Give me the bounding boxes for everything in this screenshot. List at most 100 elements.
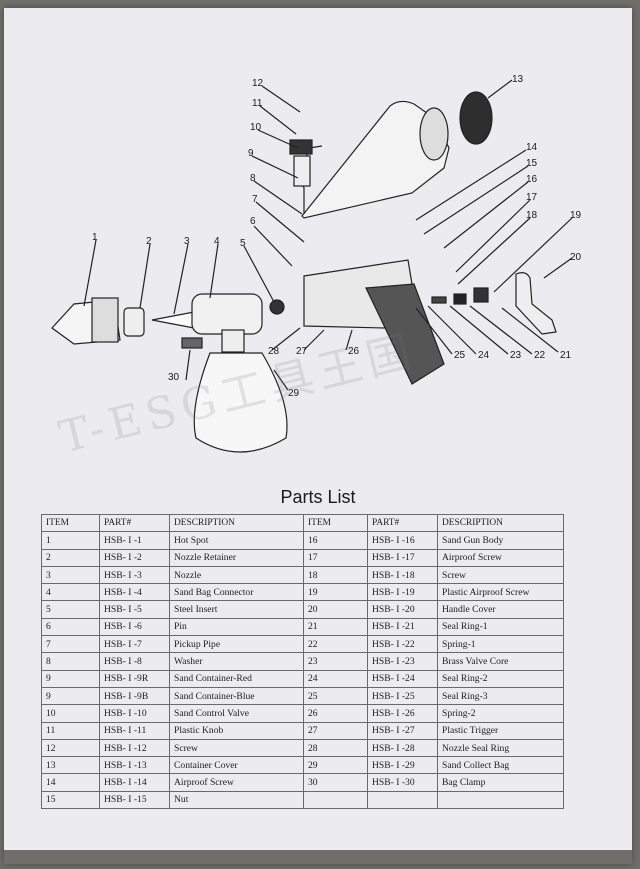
cell-part: HSB- I -13 xyxy=(99,756,170,775)
cell-item: 22 xyxy=(303,635,368,654)
svg-text:4: 4 xyxy=(214,236,220,247)
cell-part: HSB- I -26 xyxy=(367,704,438,723)
cell-description: Brass Valve Core xyxy=(437,652,564,671)
cell-description: Spring-2 xyxy=(437,704,564,723)
cell-part: HSB- I -29 xyxy=(367,756,438,775)
cell-item: 5 xyxy=(41,600,100,619)
svg-text:2: 2 xyxy=(146,236,152,247)
cell-item: 14 xyxy=(41,773,100,792)
cell-item: 19 xyxy=(303,583,368,602)
svg-text:26: 26 xyxy=(348,346,360,357)
cell-description: Nut xyxy=(169,790,304,810)
cell-item: 4 xyxy=(41,583,100,602)
cell-item: 30 xyxy=(303,773,368,792)
svg-text:12: 12 xyxy=(252,78,264,89)
cell-item: 12 xyxy=(41,738,100,758)
cell-description: Plastic Airproof Screw xyxy=(437,583,564,602)
cell-part: HSB- I -7 xyxy=(99,635,170,654)
svg-text:28: 28 xyxy=(268,346,280,357)
cell-item: 8 xyxy=(41,652,100,671)
cell-description: Seal Ring-2 xyxy=(437,669,564,688)
cell-part: HSB- I -1 xyxy=(99,531,170,550)
cell-part: HSB- I -15 xyxy=(99,790,170,810)
cell-part: HSB- I -9R xyxy=(99,669,170,688)
cell-part: HSB- I -25 xyxy=(367,686,438,706)
cell-item: 13 xyxy=(41,756,100,775)
cell-description xyxy=(437,790,564,810)
cell-part: HSB- I -10 xyxy=(99,704,170,723)
parts-table: ITEM PART# DESCRIPTION ITEM PART# DESCRI… xyxy=(41,513,564,810)
header-description: DESCRIPTION xyxy=(169,513,304,533)
cell-description: Hot Spot xyxy=(169,531,304,550)
cell-part: HSB- I -22 xyxy=(367,635,438,654)
cell-item: 21 xyxy=(303,617,368,637)
cell-description: Airproof Screw xyxy=(437,548,564,567)
cell-description: Sand Container-Red xyxy=(169,669,304,688)
header-description: DESCRIPTION xyxy=(437,513,564,533)
svg-text:8: 8 xyxy=(250,173,256,184)
cell-item: 9 xyxy=(41,686,100,706)
cell-item: 10 xyxy=(41,704,100,723)
cell-description: Screw xyxy=(437,565,564,585)
svg-text:30: 30 xyxy=(168,372,180,383)
cell-part: HSB- I -20 xyxy=(367,600,438,619)
cell-part: HSB- I -11 xyxy=(99,721,170,740)
svg-text:25: 25 xyxy=(454,350,466,361)
svg-text:18: 18 xyxy=(526,210,538,221)
scan-edge xyxy=(4,850,632,864)
cell-item: 29 xyxy=(303,756,368,775)
cell-description: Pin xyxy=(169,617,304,637)
cell-description: Sand Bag Connector xyxy=(169,583,304,602)
cell-description: Seal Ring-3 xyxy=(437,686,564,706)
svg-text:19: 19 xyxy=(570,210,582,221)
cell-description: Bag Clamp xyxy=(437,773,564,792)
cell-part: HSB- I -23 xyxy=(367,652,438,671)
svg-text:13: 13 xyxy=(512,74,524,85)
cell-description: Plastic Knob xyxy=(169,721,304,740)
cell-description: Nozzle Retainer xyxy=(169,548,304,567)
svg-text:23: 23 xyxy=(510,350,522,361)
svg-text:5: 5 xyxy=(240,238,246,249)
cell-item: 23 xyxy=(303,652,368,671)
header-part: PART# xyxy=(99,513,170,533)
cell-item: 25 xyxy=(303,686,368,706)
table-header-row: ITEM PART# DESCRIPTION ITEM PART# DESCRI… xyxy=(41,513,564,533)
svg-text:14: 14 xyxy=(526,142,538,153)
cell-item: 3 xyxy=(41,565,100,585)
cell-description: Pickup Pipe xyxy=(169,635,304,654)
cell-item: 2 xyxy=(41,548,100,567)
svg-text:24: 24 xyxy=(478,350,490,361)
svg-text:29: 29 xyxy=(288,388,300,399)
cell-part: HSB- I -16 xyxy=(367,531,438,550)
cell-part: HSB- I -18 xyxy=(367,565,438,585)
cell-part: HSB- I -6 xyxy=(99,617,170,637)
svg-text:1: 1 xyxy=(92,232,98,243)
cell-item: 11 xyxy=(41,721,100,740)
svg-text:6: 6 xyxy=(250,216,256,227)
svg-text:16: 16 xyxy=(526,174,538,185)
cell-description: Handle Cover xyxy=(437,600,564,619)
svg-text:11: 11 xyxy=(252,98,263,109)
cell-part: HSB- I -4 xyxy=(99,583,170,602)
cell-description: Steel Insert xyxy=(169,600,304,619)
cell-part: HSB- I -14 xyxy=(99,773,170,792)
cell-item: 18 xyxy=(303,565,368,585)
cell-description: Plastic Trigger xyxy=(437,721,564,740)
cell-part: HSB- I -27 xyxy=(367,721,438,740)
svg-text:20: 20 xyxy=(570,252,582,263)
cell-description: Screw xyxy=(169,738,304,758)
